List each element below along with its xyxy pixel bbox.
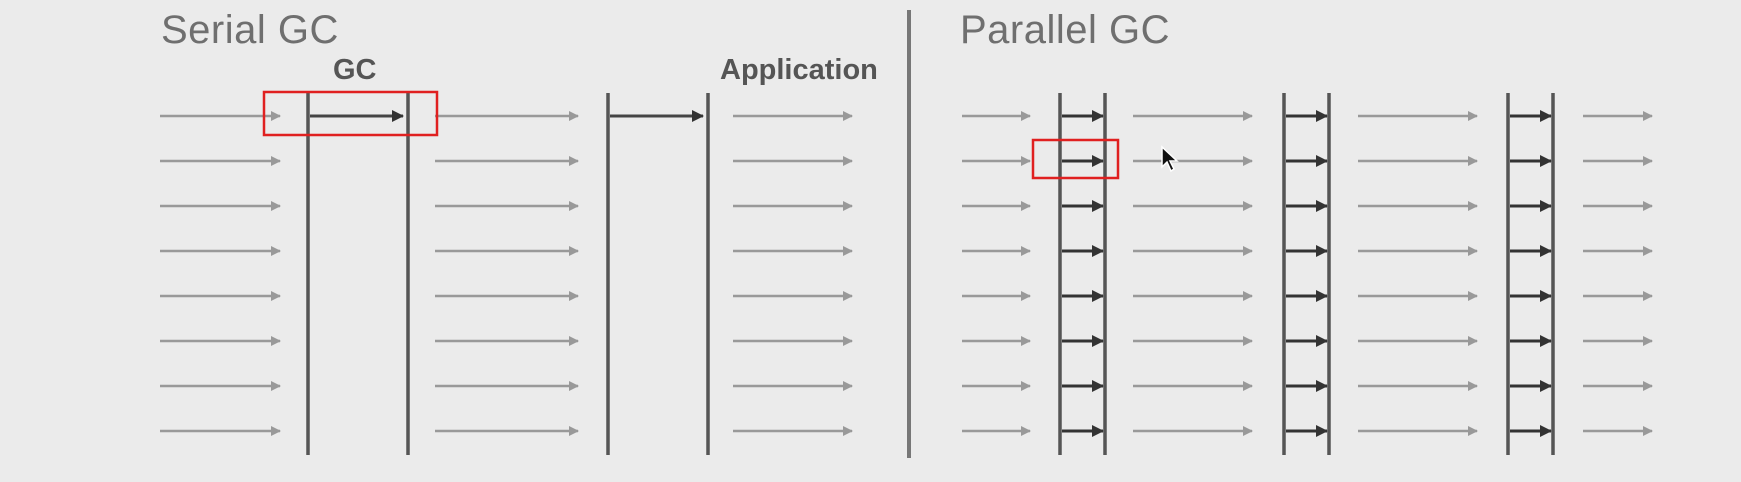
- gc-thread-arrows: [310, 110, 1552, 437]
- serial-gc-highlight-box: [262, 90, 439, 137]
- mouse-cursor-icon: [1161, 145, 1179, 173]
- application-label: Application: [720, 54, 878, 86]
- serial-gc-title: Serial GC: [161, 8, 339, 52]
- application-thread-arrows: [160, 111, 1653, 436]
- parallel-gc-title: Parallel GC: [960, 8, 1171, 52]
- parallel-gc-highlight-box: [1031, 138, 1120, 180]
- gc-label: GC: [333, 54, 377, 86]
- pause-bars: [306, 93, 1555, 455]
- highlight-boxes: [262, 90, 1120, 180]
